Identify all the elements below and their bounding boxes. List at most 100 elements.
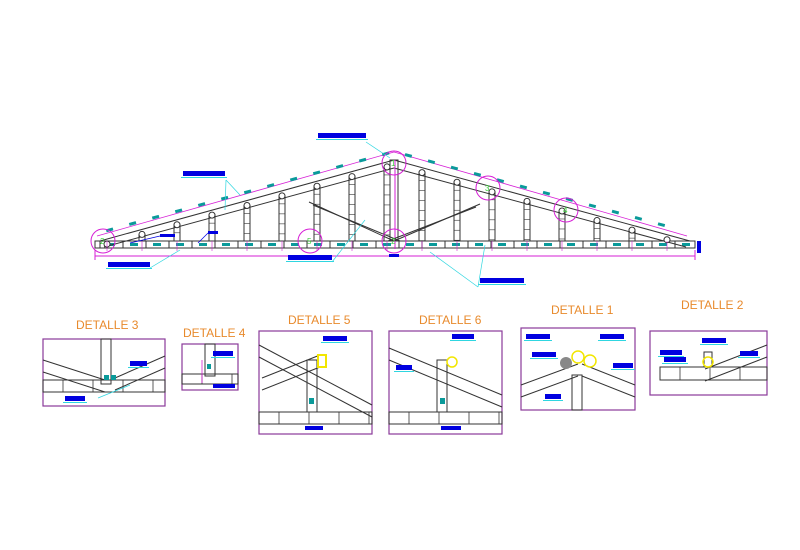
top-chord: [393, 167, 687, 248]
label-block: [600, 334, 624, 339]
label-underline: [450, 340, 476, 341]
bolt-node: [208, 211, 216, 219]
label-underline: [321, 342, 349, 343]
leader-line: [477, 244, 486, 288]
plate: [636, 243, 644, 246]
chord: [42, 379, 166, 393]
bolt-node: [558, 207, 566, 215]
chord: [704, 344, 768, 370]
detail-2-title: DETALLE 2: [681, 298, 744, 312]
plate: [544, 243, 552, 246]
purlin-plate: [496, 178, 505, 183]
leader-line: [97, 384, 131, 399]
height-dim-text: [697, 241, 701, 253]
chord: [258, 411, 373, 425]
chord: [520, 375, 579, 398]
vertical-member: [306, 359, 318, 413]
detail-callout-circle: [381, 150, 407, 176]
label-block: [65, 396, 85, 401]
bolt-node: [523, 197, 531, 205]
span-dim-text: [389, 254, 399, 257]
leader-line: [429, 251, 479, 288]
bolt-node: [488, 188, 496, 196]
plate: [429, 243, 437, 246]
label-underline: [316, 139, 368, 140]
node-marker: 3: [485, 184, 490, 193]
detail-3-title: DETALLE 3: [76, 318, 139, 332]
label-block: [452, 334, 474, 339]
roof-dimension-line: [393, 151, 688, 237]
label-underline: [543, 400, 563, 401]
chord: [258, 356, 373, 418]
label-underline: [524, 340, 552, 341]
diagonal: [308, 201, 395, 242]
chord: [261, 366, 321, 391]
top-chord: [393, 159, 691, 242]
plate: [521, 243, 529, 246]
label-underline: [286, 261, 334, 262]
label-underline: [658, 356, 684, 357]
leader-line: [224, 179, 227, 211]
bolt-node: [453, 178, 461, 186]
chord: [704, 356, 768, 382]
label-block: [213, 351, 233, 356]
chord: [261, 354, 321, 379]
label-underline: [611, 369, 635, 370]
label-underline: [662, 363, 688, 364]
plate: [590, 243, 598, 246]
label-block: [740, 351, 758, 356]
label-block: [130, 361, 147, 366]
purlin-plate: [151, 214, 160, 220]
label-underline: [478, 284, 526, 285]
label-block: [305, 426, 323, 430]
vertical-member: [100, 338, 112, 385]
label-block: [108, 262, 150, 267]
bolt-node: [628, 226, 636, 234]
chord: [42, 371, 106, 393]
bolt-node: [348, 173, 356, 181]
plate: [337, 243, 345, 246]
detail-6-box: [388, 330, 503, 435]
weld-mark: [702, 356, 714, 368]
leader-line: [149, 249, 181, 269]
detail-3-box: [42, 338, 166, 407]
purlin-plate: [358, 157, 367, 163]
bolt-node: [418, 169, 426, 177]
label-block: [532, 352, 556, 357]
chord: [388, 411, 503, 425]
plate: [130, 243, 138, 246]
detail-callout-circle: [90, 228, 116, 254]
detail-2-box: [649, 330, 768, 396]
purlin-plate: [266, 183, 275, 188]
purlin-plate: [519, 184, 528, 190]
bolt-node: [278, 192, 286, 200]
chord: [42, 359, 106, 381]
vertical-member: [453, 181, 461, 242]
detail-callout-circle: [381, 228, 407, 254]
purlin-plate: [128, 221, 137, 226]
plate: [199, 243, 207, 246]
purlin-plate: [404, 153, 413, 158]
plate: [314, 243, 322, 246]
chord: [181, 373, 239, 385]
leader-line: [365, 141, 391, 159]
purlin-plate: [174, 208, 183, 214]
vertical-member: [571, 374, 583, 411]
plate: [360, 243, 368, 246]
detail-callout-circle: [475, 175, 501, 201]
purlin-plate: [473, 171, 482, 177]
purlin-plate: [427, 159, 436, 165]
plate: [452, 243, 460, 246]
detail-6-title: DETALLE 6: [419, 313, 482, 327]
chord: [388, 347, 503, 396]
vertical-member: [703, 351, 713, 368]
purlin-plate: [634, 216, 643, 221]
label-block: [613, 363, 633, 368]
node-marker: 2: [391, 237, 396, 246]
bolt-section: [560, 357, 572, 369]
roof-dimension-line: [96, 151, 395, 237]
label-underline: [128, 367, 149, 368]
plate: [111, 375, 116, 380]
label-underline: [530, 358, 558, 359]
